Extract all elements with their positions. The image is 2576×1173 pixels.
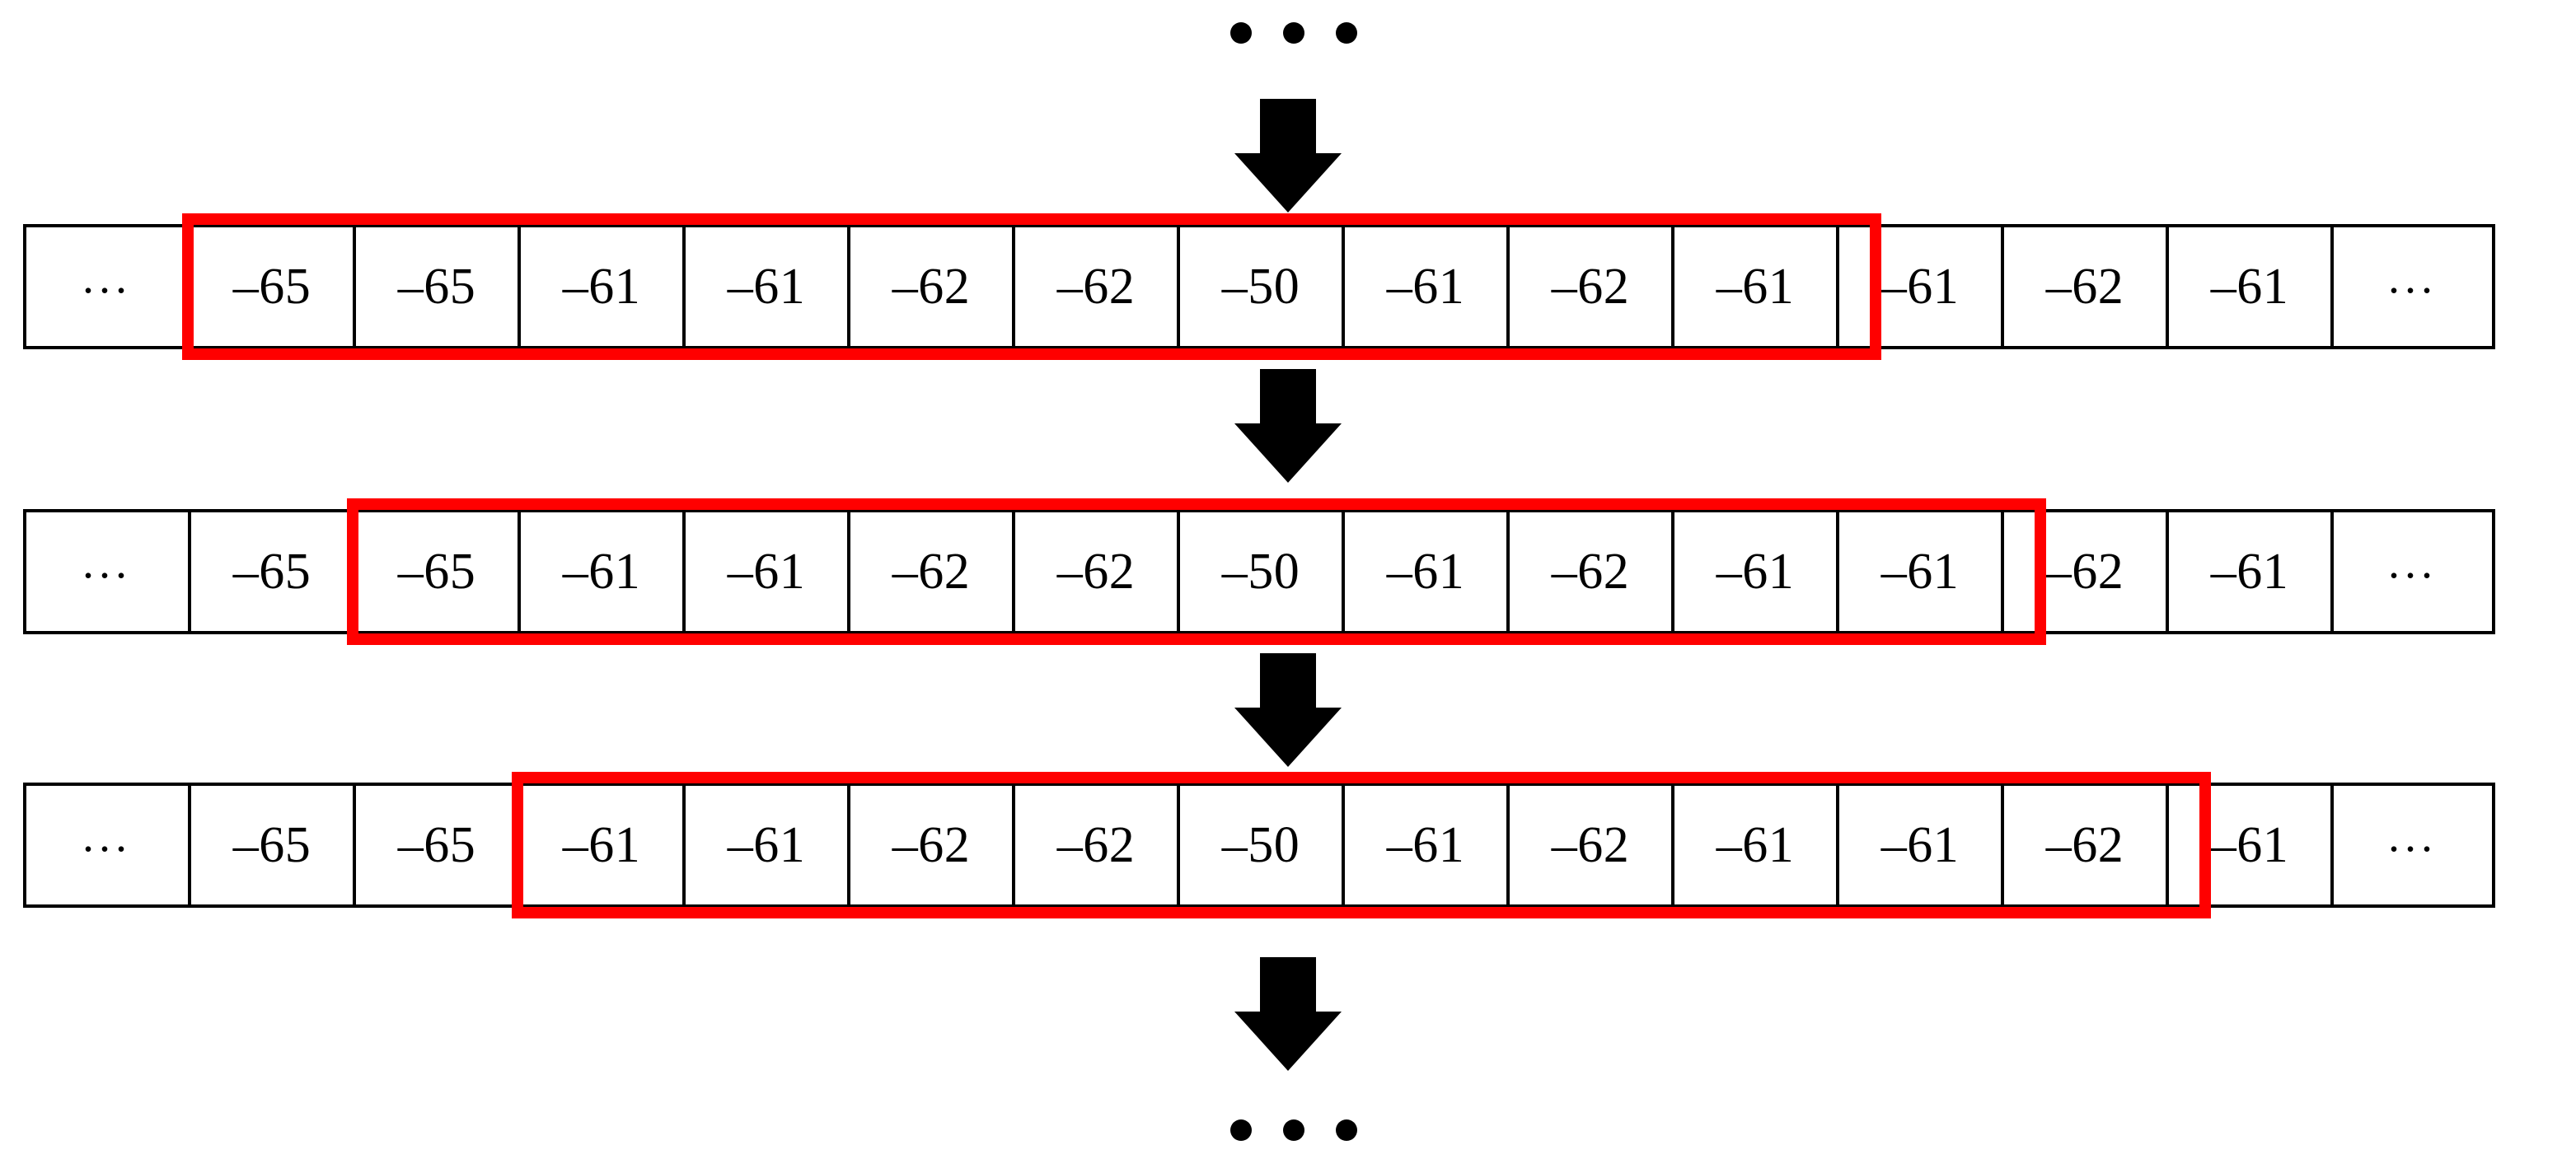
- ellipsis-dot: [1230, 1119, 1252, 1141]
- array-cell: –50: [1177, 509, 1342, 634]
- array-cell: –62: [1506, 783, 1671, 908]
- ellipsis-dot: [1336, 22, 1357, 44]
- array-row-1: ...–65–65–61–61–62–62–50–61–62–61–61–62–…: [23, 224, 2495, 349]
- array-cell: –65: [353, 783, 518, 908]
- array-cell: –61: [2166, 509, 2330, 634]
- array-cell: –61: [1342, 224, 1506, 349]
- array-cell: –61: [1342, 509, 1506, 634]
- array-cell-ellipsis: ...: [23, 783, 188, 908]
- ellipsis-dot: [1283, 22, 1304, 44]
- array-cell: –50: [1177, 783, 1342, 908]
- array-cell-ellipsis: ...: [2330, 509, 2495, 634]
- ellipsis-dot: [1336, 1119, 1357, 1141]
- array-cell: –62: [1506, 224, 1671, 349]
- array-cell: –61: [682, 783, 847, 908]
- array-cell: –61: [1671, 783, 1836, 908]
- array-cell: –62: [1012, 509, 1177, 634]
- down-arrow-top: [1234, 99, 1342, 213]
- arrow-shaft: [1260, 957, 1316, 1012]
- down-arrow-bottom: [1234, 957, 1342, 1071]
- array-cell: –50: [1177, 224, 1342, 349]
- arrow-head: [1234, 153, 1342, 213]
- array-cell: –62: [2001, 509, 2166, 634]
- array-cell-ellipsis: ...: [2330, 783, 2495, 908]
- array-cell: –62: [1506, 509, 1671, 634]
- array-cell: –61: [2166, 783, 2330, 908]
- arrow-head: [1234, 708, 1342, 767]
- top-ellipsis-marker: [1220, 16, 1368, 49]
- array-cell: –61: [518, 509, 682, 634]
- array-cell: –61: [682, 224, 847, 349]
- array-cell: –62: [2001, 224, 2166, 349]
- arrow-head: [1234, 423, 1342, 483]
- array-cell-ellipsis: ...: [23, 509, 188, 634]
- array-cell: –62: [1012, 783, 1177, 908]
- array-cell: –61: [1836, 509, 2001, 634]
- array-cell: –65: [188, 224, 353, 349]
- arrow-head: [1234, 1012, 1342, 1071]
- arrow-shaft: [1260, 369, 1316, 423]
- array-cell-ellipsis: ...: [23, 224, 188, 349]
- array-cell: –62: [847, 224, 1012, 349]
- array-cell: –65: [188, 509, 353, 634]
- arrow-shaft: [1260, 99, 1316, 153]
- array-cell: –61: [518, 224, 682, 349]
- ellipsis-dot: [1283, 1119, 1304, 1141]
- array-cell: –62: [847, 783, 1012, 908]
- down-arrow-row1-row2: [1234, 369, 1342, 483]
- array-cell-ellipsis: ...: [2330, 224, 2495, 349]
- arrow-shaft: [1260, 653, 1316, 708]
- array-cell: –65: [188, 783, 353, 908]
- array-cell: –61: [1836, 224, 2001, 349]
- array-cell: –65: [353, 224, 518, 349]
- array-cell: –62: [1012, 224, 1177, 349]
- array-cell: –61: [682, 509, 847, 634]
- array-cell: –62: [2001, 783, 2166, 908]
- array-cell: –61: [1671, 509, 1836, 634]
- array-cell: –61: [1342, 783, 1506, 908]
- bottom-ellipsis-marker: [1220, 1114, 1368, 1147]
- array-cell: –62: [847, 509, 1012, 634]
- array-cell: –65: [353, 509, 518, 634]
- ellipsis-dot: [1230, 22, 1252, 44]
- array-cell: –61: [1836, 783, 2001, 908]
- down-arrow-row2-row3: [1234, 653, 1342, 767]
- array-cell: –61: [2166, 224, 2330, 349]
- array-row-2: ...–65–65–61–61–62–62–50–61–62–61–61–62–…: [23, 509, 2495, 634]
- array-cell: –61: [1671, 224, 1836, 349]
- array-cell: –61: [518, 783, 682, 908]
- array-row-3: ...–65–65–61–61–62–62–50–61–62–61–61–62–…: [23, 783, 2495, 908]
